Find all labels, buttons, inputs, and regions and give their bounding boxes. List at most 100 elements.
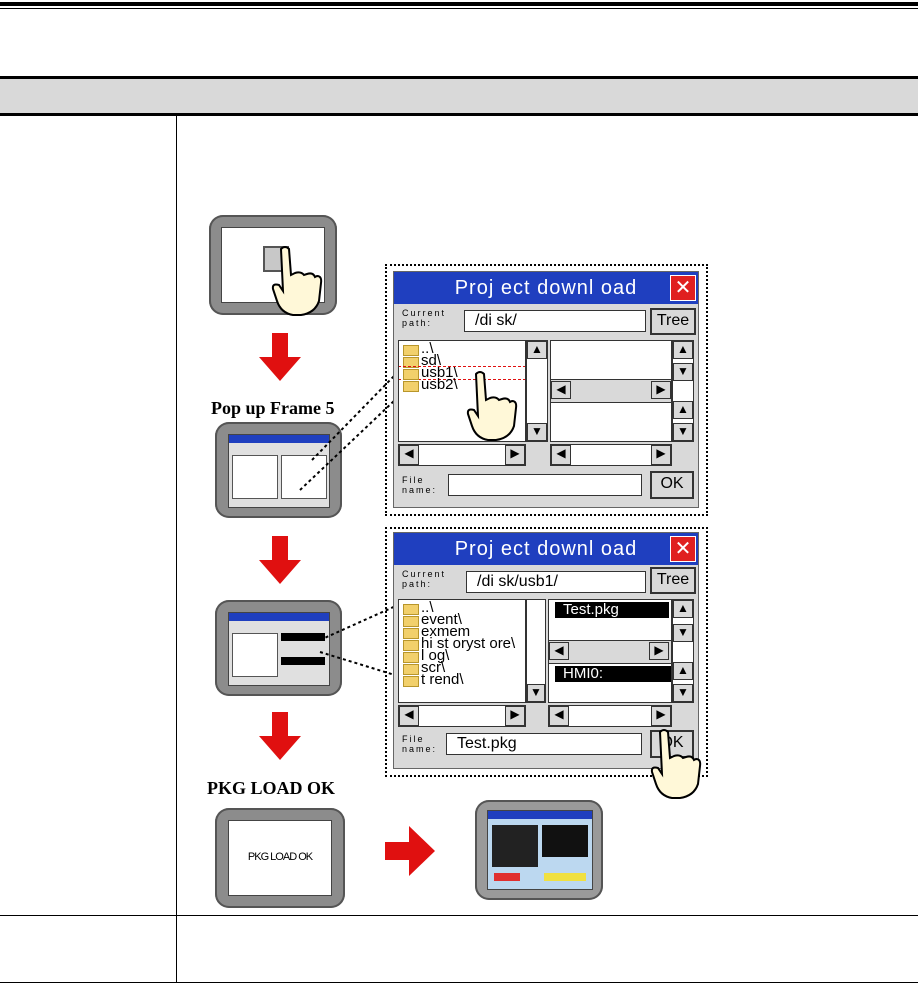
thumb-screen bbox=[228, 434, 330, 508]
folder-up-icon bbox=[403, 604, 419, 615]
scroll-left-icon[interactable]: ◀ bbox=[549, 706, 569, 726]
list-item[interactable]: scr\ bbox=[399, 660, 525, 675]
scroll-down-icon[interactable]: ▼ bbox=[673, 624, 693, 642]
scroll-right-icon[interactable]: ▶ bbox=[651, 381, 671, 399]
thumb-list-right bbox=[281, 455, 327, 499]
scroll-left-icon[interactable]: ◀ bbox=[399, 445, 419, 465]
pointing-hand-icon bbox=[271, 246, 323, 316]
vertical-scrollbar-right[interactable]: ▲ ▼ ▲ ▼ bbox=[672, 340, 694, 442]
scroll-up-icon[interactable]: ▲ bbox=[527, 341, 547, 359]
right-arrow bbox=[385, 826, 435, 876]
scroll-down-icon[interactable]: ▼ bbox=[673, 423, 693, 441]
list-item[interactable]: t rend\ bbox=[399, 672, 525, 687]
list-item[interactable]: exmem bbox=[399, 624, 525, 639]
file-list-hscroll[interactable]: ◀ ▶ bbox=[549, 640, 671, 664]
dialog-title: Proj ect downl oad bbox=[394, 272, 698, 304]
horizontal-scrollbar-right[interactable]: ◀ ▶ bbox=[550, 444, 672, 466]
scroll-left-icon[interactable]: ◀ bbox=[551, 381, 571, 399]
thumb-selected-1 bbox=[281, 633, 325, 641]
list-item[interactable]: usb2\ bbox=[399, 377, 525, 392]
close-icon[interactable]: ✕ bbox=[670, 536, 696, 562]
horizontal-scrollbar[interactable]: ◀ ▶ bbox=[398, 444, 526, 466]
current-path-field[interactable]: /di sk/ bbox=[464, 310, 646, 332]
file-list-hscroll[interactable]: ◀ ▶ bbox=[551, 379, 671, 403]
tree-button[interactable]: Tree bbox=[650, 567, 696, 594]
vertical-scrollbar[interactable]: ▲ ▼ bbox=[526, 340, 548, 442]
down-arrow-1 bbox=[259, 333, 301, 381]
thumb-list-2 bbox=[232, 633, 278, 677]
scroll-down-icon[interactable]: ▼ bbox=[673, 363, 693, 381]
project-download-dialog-2: Proj ect downl oad ✕ Current path: /di s… bbox=[393, 532, 699, 769]
file-name-field[interactable] bbox=[448, 474, 642, 496]
scroll-left-icon[interactable]: ◀ bbox=[551, 445, 571, 465]
dialog2-callout bbox=[385, 527, 708, 777]
folder-list[interactable]: ..\ sd\ usb1\ usb2\ bbox=[398, 340, 526, 442]
running-trend-chart bbox=[492, 825, 538, 867]
running-yellow-buttons bbox=[544, 873, 586, 881]
scroll-up-icon[interactable]: ▲ bbox=[673, 401, 693, 419]
scroll-right-icon[interactable]: ▶ bbox=[649, 642, 669, 660]
device-frame-dialog1-thumb bbox=[215, 422, 342, 518]
scroll-left-icon[interactable]: ◀ bbox=[399, 706, 419, 726]
header-rule-thick bbox=[0, 2, 918, 6]
list-item[interactable]: sd\ bbox=[399, 353, 525, 368]
folder-list[interactable]: ..\ event\ exmem hi st oryst ore\ l og\ … bbox=[398, 599, 526, 703]
scroll-up-icon[interactable]: ▲ bbox=[673, 341, 693, 359]
table-bottom-border bbox=[0, 982, 918, 983]
pointing-hand-icon bbox=[650, 729, 702, 799]
folder-icon bbox=[403, 369, 419, 380]
thumb-screen-2 bbox=[228, 612, 330, 686]
ok-button[interactable]: OK bbox=[650, 471, 694, 499]
table-column-divider bbox=[176, 116, 177, 982]
current-path-field[interactable]: /di sk/usb1/ bbox=[466, 571, 646, 593]
scroll-up-icon[interactable]: ▲ bbox=[673, 600, 693, 618]
list-item[interactable]: ..\ bbox=[399, 341, 525, 356]
list-item[interactable]: hi st oryst ore\ bbox=[399, 636, 525, 651]
horizontal-scrollbar-right[interactable]: ◀ ▶ bbox=[548, 705, 672, 727]
list-item[interactable]: ..\ bbox=[399, 600, 525, 615]
device-frame-running bbox=[475, 800, 603, 900]
selected-device-row[interactable]: HMI0: bbox=[555, 666, 671, 682]
folder-icon bbox=[403, 357, 419, 368]
device-frame-dialog2-thumb bbox=[215, 600, 342, 696]
list-item[interactable]: usb1\ bbox=[399, 365, 525, 380]
scroll-right-icon[interactable]: ▶ bbox=[651, 706, 671, 726]
scroll-down-icon[interactable]: ▼ bbox=[527, 423, 547, 441]
list-item[interactable]: event\ bbox=[399, 612, 525, 627]
list-item[interactable]: l og\ bbox=[399, 648, 525, 663]
scroll-right-icon[interactable]: ▶ bbox=[505, 445, 525, 465]
scroll-right-icon[interactable]: ▶ bbox=[505, 706, 525, 726]
folder-up-icon bbox=[403, 345, 419, 356]
vertical-scrollbar-right[interactable]: ▲ ▼ ▲ ▼ bbox=[672, 599, 694, 703]
project-download-dialog-1: Proj ect downl oad ✕ Current path: /di s… bbox=[393, 271, 699, 508]
close-icon[interactable]: ✕ bbox=[670, 275, 696, 301]
current-path-label: Current path: bbox=[402, 308, 447, 328]
scroll-right-icon[interactable]: ▶ bbox=[651, 445, 671, 465]
caption-popup-frame: Pop up Frame 5 bbox=[211, 398, 335, 418]
file-list[interactable]: Test.pkg ◀ ▶ HMI0: bbox=[548, 599, 672, 703]
file-name-field[interactable]: Test.pkg bbox=[446, 733, 642, 755]
folder-icon bbox=[403, 616, 419, 627]
tree-button[interactable]: Tree bbox=[650, 308, 696, 335]
file-list[interactable]: ◀ ▶ bbox=[550, 340, 672, 442]
scroll-up-icon[interactable]: ▲ bbox=[673, 662, 693, 680]
header-rule-thin bbox=[0, 8, 918, 9]
selected-file-row[interactable]: Test.pkg bbox=[555, 602, 669, 618]
pkg-load-message: PKG LOAD OK bbox=[247, 851, 313, 863]
thumb-selected-2 bbox=[281, 657, 325, 665]
horizontal-scrollbar[interactable]: ◀ ▶ bbox=[398, 705, 526, 727]
folder-icon bbox=[403, 628, 419, 639]
thumb-titlebar-2 bbox=[229, 613, 329, 621]
device-frame-start bbox=[209, 215, 337, 316]
scroll-down-icon[interactable]: ▼ bbox=[527, 684, 545, 702]
running-red-buttons bbox=[494, 873, 520, 881]
scroll-left-icon[interactable]: ◀ bbox=[549, 642, 569, 660]
running-gauges bbox=[542, 825, 588, 857]
pkg-screen: PKG LOAD OK bbox=[228, 820, 332, 896]
down-arrow-2 bbox=[259, 536, 301, 584]
dialog-title: Proj ect downl oad bbox=[394, 533, 698, 565]
folder-icon bbox=[403, 640, 419, 651]
vertical-scrollbar[interactable]: ▼ bbox=[526, 599, 546, 703]
down-arrow-3 bbox=[259, 712, 301, 760]
scroll-down-icon[interactable]: ▼ bbox=[673, 684, 693, 702]
